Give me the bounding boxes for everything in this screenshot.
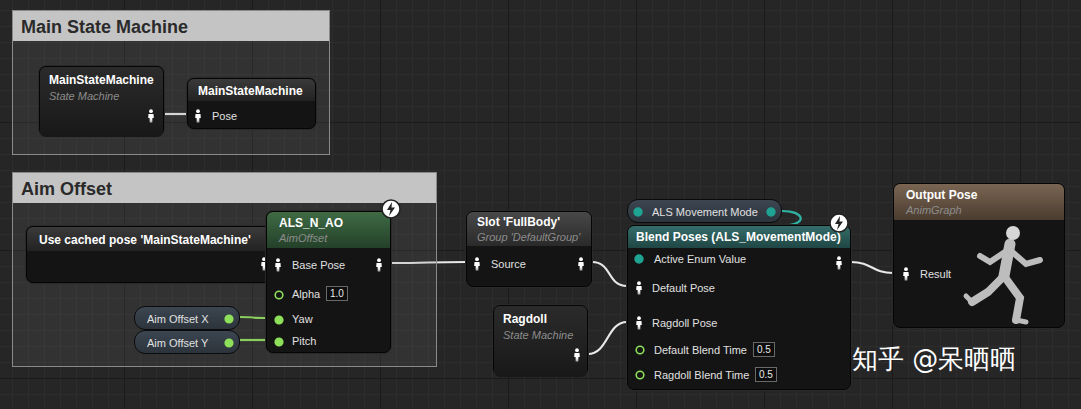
node-title: Output Pose [906, 188, 977, 202]
pin-label: Result [920, 267, 951, 281]
comment-box: Aim OffsetUse cached pose 'MainStateMach… [12, 172, 437, 367]
pin-enum [632, 205, 644, 219]
wire [851, 262, 893, 273]
pin-pose [571, 348, 583, 362]
pin-ring [634, 368, 646, 382]
pin-label: Default Pose [652, 281, 715, 295]
output-pose-node: Output PoseAnimGraphResult [893, 183, 1065, 328]
wire [592, 262, 627, 286]
node-subtitle: AimOffset [279, 231, 327, 245]
pin-label: Aim Offset Y [147, 336, 208, 350]
fast-path-icon [380, 198, 402, 220]
mannequin-illustration [958, 220, 1058, 328]
node-title: MainStateMachine [198, 84, 303, 98]
pin-pose [833, 256, 845, 270]
pin-ring [273, 288, 285, 302]
node-title: Main State Machine [21, 16, 188, 38]
pin-pose [192, 109, 204, 123]
state-machine-node: MainStateMachineState Machine [39, 66, 164, 136]
pin-pose [272, 258, 284, 272]
pin-pose [900, 267, 912, 281]
node-subtitle: State Machine [49, 89, 119, 103]
node-title: Slot 'FullBody' [477, 215, 560, 229]
node-subtitle: AnimGraph [906, 203, 962, 217]
pin-label: Pose [212, 109, 237, 123]
node-title: Blend Poses (ALS_MovementMode) [636, 230, 841, 244]
state-machine-output: MainStateMachinePose [187, 78, 316, 129]
wire [782, 211, 801, 225]
pin-ring [634, 343, 646, 357]
cached-pose-node: Use cached pose 'MainStateMachine' [26, 226, 277, 283]
pin-pose [575, 257, 587, 271]
fast-path-icon [828, 212, 850, 234]
value-box: 0.5 [755, 367, 777, 382]
pin-label: Pitch [292, 334, 316, 348]
node-title: ALS_N_AO [279, 216, 343, 230]
node-subtitle: Group 'DefaultGroup' [477, 230, 580, 244]
variable-getter: Aim Offset X [134, 306, 240, 330]
pin-label: Alpha [292, 287, 320, 301]
pin-label: Base Pose [292, 258, 345, 272]
wire [588, 322, 627, 354]
pin-label: Yaw [292, 312, 313, 326]
value-box: 0.5 [753, 342, 775, 357]
node-title: MainStateMachine [49, 73, 154, 87]
pin-float [223, 312, 235, 326]
pin-label: Active Enum Value [654, 252, 746, 266]
pin-pose [471, 257, 483, 271]
pin-enum [633, 252, 645, 266]
slot-node: Slot 'FullBody'Group 'DefaultGroup' Sourc… [466, 211, 592, 287]
watermark: 知乎 @呆晒晒 [852, 343, 1016, 375]
comment-box: Main State MachineMainStateMachineState … [12, 10, 330, 155]
pin-label: Ragdoll Blend Time [654, 368, 749, 382]
pin-label: Default Blend Time [654, 343, 747, 357]
pin-float [273, 313, 285, 327]
blend-poses-node: Blend Poses (ALS_MovementMode) Active Enu… [627, 225, 851, 390]
pin-pose [633, 281, 645, 295]
pin-enum [765, 205, 777, 219]
pin-float [223, 336, 235, 350]
variable-getter: Aim Offset Y [134, 330, 240, 354]
enum-getter: ALS Movement Mode [627, 199, 782, 223]
pin-float [273, 335, 285, 349]
node-title: Use cached pose 'MainStateMachine' [39, 233, 251, 247]
pin-label: Aim Offset X [147, 312, 209, 326]
pin-pose [633, 316, 645, 330]
node-title: Aim Offset [21, 178, 112, 200]
value-box: 1.0 [326, 286, 348, 301]
pin-label: ALS Movement Mode [652, 205, 758, 219]
state-machine-node: RagdollState Machine [493, 305, 588, 376]
pin-pose [145, 109, 157, 123]
pin-label: Source [491, 257, 526, 271]
node-subtitle: State Machine [503, 328, 573, 342]
node-title: Ragdoll [503, 312, 547, 326]
pin-pose [373, 258, 385, 272]
aim-offset-node: ALS_N_AOAimOffsetBase PoseAlpha 1.0YawPit… [266, 211, 391, 353]
pin-label: Ragdoll Pose [652, 316, 717, 330]
